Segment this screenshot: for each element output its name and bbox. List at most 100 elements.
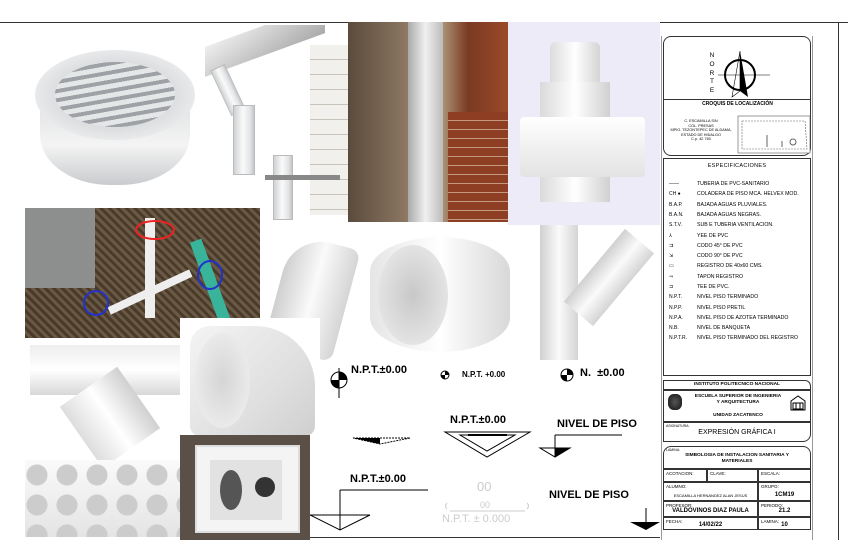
fecha-cell: FECHA:14/02/22 [663, 517, 758, 530]
spec-text: NIVEL PISO DE AZOTEA TERMINADO [697, 314, 789, 321]
frame-bottom [310, 537, 660, 538]
spec-item: B.A.P. BAJADA AGUAS PLUVIALES. [669, 199, 810, 209]
fecha-label: FECHA: [666, 519, 683, 524]
npt-level-label: N.P.T. +0.00 [462, 370, 506, 379]
spec-text: NIVEL PISO TERMINADO DEL REGISTRO [697, 335, 798, 342]
spec-item: ▭ REGISTRO DE 40x60 CMS. [669, 261, 810, 271]
pipe-stack-photo [25, 460, 180, 537]
school-name: ESCUELA SUPERIOR DE INGENIERIA Y ARQUITE… [694, 394, 782, 405]
spec-text: YEE DE PVC [697, 232, 729, 239]
spec-symbol: ⇉ [669, 242, 674, 249]
alumno-cell: ALUMNO: ESCAMILLA HERNANDEZ ALAN JESUS [663, 482, 758, 501]
spec-symbol: B.A.P. [669, 201, 683, 208]
spec-symbol: ⇒ [669, 273, 674, 280]
location-title: CROQUIS DE LOCALIZACIÓN [702, 101, 773, 107]
sheet-title-cell: LAMINA: SIMBOLOGIA DE INSTALACION SANITA… [663, 446, 811, 469]
acotacion-cell: ACOTACION: [663, 469, 707, 482]
spec-item: S.T.V. SUB E TUBERIA VENTILACION. [669, 220, 810, 230]
grupo-value: 1CM19 [774, 492, 795, 498]
spec-text: CODO 90° DE PVC [697, 253, 743, 260]
subject-label: ASIGNATURA: [666, 424, 690, 428]
level-target-icon [560, 368, 574, 382]
spec-text: NIVEL DE BANQUETA [697, 325, 751, 332]
spec-symbol: ⅄ [669, 232, 673, 239]
specs-title: ESPECIFICACIONES [707, 163, 767, 169]
ghost-level-label: 00 [477, 479, 492, 494]
institute-cell: INSTITUTO POLITECNICO NACIONAL [663, 380, 811, 390]
spec-text: COLADERA DE PISO MCA. HELVEX MOD. [697, 191, 799, 198]
specifications-box: ESPECIFICACIONES —— TUBERIA DE PVC-SANITA… [663, 158, 811, 376]
institute-name: INSTITUTO POLITECNICO NACIONAL [694, 382, 780, 387]
spec-text: REGISTRO DE 40x60 CMS. [697, 263, 763, 270]
spec-item: ⇲ CODO 90° DE PVC [669, 251, 810, 261]
sheet-label: LAMINA: [666, 448, 681, 452]
subject-value: EXPRESIÓN GRÁFICA I [698, 429, 776, 436]
registro-box-photo [180, 435, 310, 540]
level-target-icon [440, 370, 450, 380]
elbow-90-photo [180, 318, 320, 440]
periodo-cell: PERIODO:21.2 [758, 501, 811, 517]
lamina-number-cell: LAMINA:10 [758, 517, 811, 530]
downspout-photo [205, 25, 348, 220]
spec-symbol: B.A.N. [669, 211, 684, 218]
sheet-title: SIMBOLOGIA DE INSTALACION SANITARIA Y MA… [685, 453, 789, 464]
spec-item: N.P.T.R. NIVEL PISO TERMINADO DEL REGISTR… [669, 333, 810, 343]
pipe-installation-photo [25, 208, 260, 338]
level-label: N. ±0.00 [580, 367, 625, 379]
acotacion-label: ACOTACION: [666, 471, 694, 476]
unit-name: UNIDAD ZACATENCO [713, 413, 763, 418]
ghost-level-label: N.P.T. ± 0.000 [442, 513, 511, 525]
spec-symbol: ⇲ [669, 253, 674, 260]
spec-item: ⅄ YEE DE PVC [669, 230, 810, 240]
spec-text: TUBERIA DE PVC-SANITARIO [697, 181, 770, 188]
subject-cell: ASIGNATURA: EXPRESIÓN GRÁFICA I [663, 422, 811, 442]
spec-text: BAJADA AGUAS PLUVIALES. [697, 201, 768, 208]
spec-item: CH ● COLADERA DE PISO MCA. HELVEX MOD. [669, 189, 810, 199]
profesor-value: VALDOVINOS DIAZ PAULA [672, 508, 749, 514]
spec-item: ⇉ CODO 45° DE PVC [669, 241, 810, 251]
title-column-border [661, 36, 662, 540]
grupo-label: GRUPO: [761, 484, 779, 489]
npt-level-label: N.P.T.±0.00 [450, 414, 506, 426]
specs-legend: —— TUBERIA DE PVC-SANITARIO CH ● COLADERA D… [669, 179, 810, 344]
spec-symbol: N.P.T.R. [669, 335, 687, 342]
spec-symbol: N.P.T. [669, 294, 682, 301]
esia-logo [790, 395, 806, 411]
npt-level-label: N.P.T.±0.00 [351, 364, 407, 376]
clave-cell: CLAVE: [707, 469, 758, 482]
spec-item: N.P.A. NIVEL PISO DE AZOTEA TERMINADO [669, 313, 810, 323]
spec-symbol: N.P.P. [669, 304, 683, 311]
location-map-sketch [737, 115, 811, 154]
spec-symbol: N.P.A. [669, 314, 683, 321]
spec-symbol: ▭ [669, 263, 674, 270]
spec-symbol: S.T.V. [669, 222, 682, 229]
wye-photo [520, 225, 660, 365]
profesor-cell: PROFESOR:VALDOVINOS DIAZ PAULA [663, 501, 758, 517]
spec-item: ⇒ TAPON REGISTRO [669, 272, 810, 282]
spec-item: N.P.T.NIVEL PISO TERMINADO [669, 292, 810, 302]
floor-level-label: NIVEL DE PISO [557, 418, 637, 430]
spec-text: NIVEL PISO PRETIL [697, 304, 746, 311]
escala-label: ESCALA: [761, 471, 781, 476]
spec-text: SUB E TUBERIA VENTILACION. [697, 222, 774, 229]
level-symbols [310, 368, 660, 531]
spec-text: BAJADA AGUAS NEGRAS. [697, 211, 761, 218]
spec-symbol: —— [669, 181, 679, 188]
ipn-logo [668, 394, 682, 410]
spec-item: ⊐TEE DE PVC. [669, 282, 810, 292]
alumno-value: ESCAMILLA HERNANDEZ ALAN JESUS [673, 493, 748, 498]
periodo-value: 21.2 [778, 508, 791, 514]
alumno-label: ALUMNO: [666, 484, 687, 489]
coupling-photo [360, 225, 520, 360]
spec-text: TAPON REGISTRO [697, 273, 744, 280]
cleanout-tee-photo [508, 22, 660, 230]
north-arrow-icon [718, 50, 770, 98]
school-cell: ESCUELA SUPERIOR DE INGENIERIA Y ARQUITE… [663, 390, 811, 422]
spec-text: CODO 45° DE PVC [697, 242, 743, 249]
spec-symbol: CH ● [669, 191, 681, 198]
spec-item: B.A.N. BAJADA AGUAS NEGRAS. [669, 210, 810, 220]
clave-label: CLAVE: [710, 471, 726, 476]
